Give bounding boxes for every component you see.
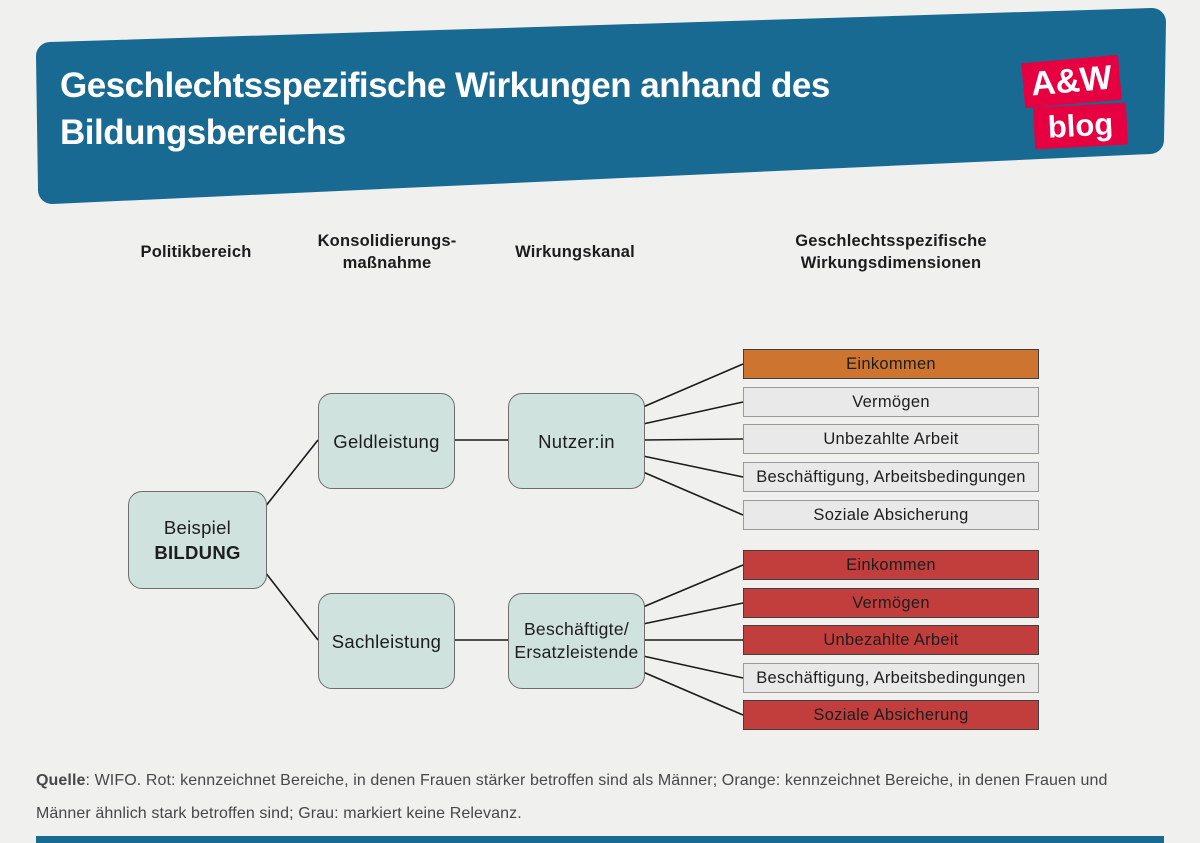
header-banner [36,8,1166,204]
column-header-text: Wirkungsdimensionen [800,254,982,272]
source-label: Quelle [36,772,86,789]
dimension-box-unbezahlte-arbeit-top: Unbezahlte Arbeit [743,424,1039,454]
node-geldleistung: Geldleistung [318,393,455,489]
node-nutzerin: Nutzer:in [508,393,645,489]
node-sachleistung: Sachleistung [318,593,455,689]
page-title-line2: Bildungsbereichs [60,113,346,152]
node-politikbereich-bildung: Beispiel BILDUNG [128,491,267,589]
source-note: Quelle: WIFO. Rot: kennzeichnet Bereiche… [36,764,1164,830]
dimension-box-vermoegen-top: Vermögen [743,387,1039,417]
column-header-text: Wirkungskanal [515,243,635,261]
column-header-text: Konsolidierungs- [317,232,457,250]
column-header-konsolidierungsmassnahme: Konsolidierungs- maßnahme [318,230,457,274]
dimension-box-einkommen-top: Einkommen [743,349,1039,379]
column-header-wirkungsdimensionen: Geschlechtsspezifische Wirkungsdimension… [795,230,986,274]
column-header-wirkungskanal: Wirkungskanal [515,241,635,263]
source-text: : WIFO. Rot: kennzeichnet Bereiche, in d… [36,772,1108,822]
dimension-box-vermoegen-bottom: Vermögen [743,588,1039,618]
page-title: Geschlechtsspezifische Wirkungen anhand … [60,62,830,156]
column-header-politikbereich: Politikbereich [140,241,251,263]
page-title-line1: Geschlechtsspezifische Wirkungen anhand … [60,66,830,105]
node-label: Beispiel [163,517,232,538]
node-label-bold: BILDUNG [154,542,241,563]
dimension-box-beschaeftigung-top: Beschäftigung, Arbeitsbedingungen [743,462,1039,492]
column-header-text: maßnahme [342,254,432,272]
dimension-box-beschaeftigung-bottom: Beschäftigung, Arbeitsbedingungen [743,663,1039,693]
column-header-text: Politikbereich [140,243,252,261]
dimension-box-unbezahlte-arbeit-bottom: Unbezahlte Arbeit [743,625,1039,655]
bottom-accent-bar [36,836,1164,843]
dimension-box-soziale-absicherung-top: Soziale Absicherung [743,500,1039,530]
node-beschaeftigte-ersatzleistende: Beschäftigte/ Ersatzleistende [508,593,645,689]
dimension-box-einkommen-bottom: Einkommen [743,550,1039,580]
dimension-box-soziale-absicherung-bottom: Soziale Absicherung [743,700,1039,730]
column-header-text: Geschlechtsspezifische [795,232,987,250]
node-label: Beschäftigte/ [523,619,630,639]
node-label: Ersatzleistende [514,642,639,662]
